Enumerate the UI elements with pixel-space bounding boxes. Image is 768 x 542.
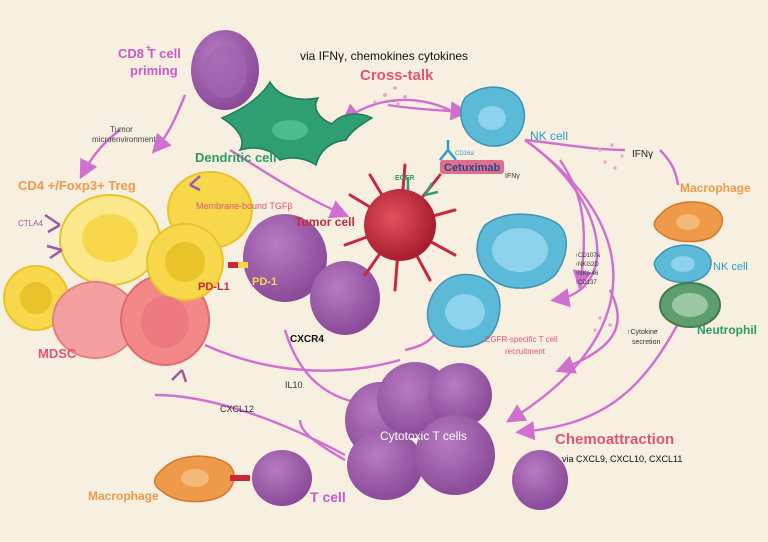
nk-cell-big-1-nucleus [492, 228, 548, 272]
nk-cell-top-nucleus [478, 106, 506, 130]
cd8-priming-label-2: priming [130, 63, 178, 78]
treg-nucleus-2 [20, 282, 52, 314]
cross-talk-label: Cross-talk [360, 67, 434, 84]
macrophage-bottom-nucleus [181, 469, 209, 487]
marker-nkg2d: ↑NKG2D [575, 262, 599, 268]
cytotoxic-t-cell-4 [347, 430, 423, 500]
arrow-tcell-up [298, 419, 346, 462]
macrophage-bottom-label: Macrophage [88, 489, 159, 503]
cxcl12-label: CXCL12 [220, 404, 254, 414]
cytokine-dots [373, 86, 624, 332]
t-cell-pd1 [243, 214, 327, 302]
marker-cd107a: ↑CD107a [575, 253, 601, 259]
arrow-il10 [204, 343, 401, 372]
via-ifn-label: via IFNγ, chemokines cytokines [300, 49, 468, 63]
macrophage-right-nucleus [676, 214, 700, 230]
arrow-cytokine [555, 289, 619, 374]
cd4-treg-label: CD4 +/Foxp3+ Treg [18, 178, 136, 193]
nk-cell-big-2-nucleus [445, 294, 485, 330]
marker-cd137: ↑CD137 [575, 280, 597, 286]
neutrophil-nucleus [672, 293, 708, 317]
cd8-t-cell-nucleus [203, 46, 247, 98]
egfr-receptors [406, 178, 439, 197]
ifny-right-label: IFNγ [632, 149, 653, 160]
tumor-microenv-label: Tumor [110, 125, 133, 134]
ctla4-receptors [44, 175, 201, 383]
cetuximab-badge [440, 160, 504, 174]
secretion-label: secretion [632, 339, 661, 346]
mdsc-label: MDSC [38, 346, 77, 361]
arrow-microenv [79, 129, 121, 180]
cytotoxic-t-cell-5 [415, 415, 495, 495]
dendritic-cell-label: Dendritic cell [195, 150, 277, 165]
arrow-ifny-to-mac [659, 149, 680, 186]
tumor-cell [364, 189, 436, 261]
cxcr4-label: CXCR4 [290, 334, 324, 345]
cd8-plus-label: + [146, 43, 151, 52]
pd-1-label: PD-1 [252, 276, 277, 288]
via-cxcl-label: via CXCL9, CXCL10, CXCL11 [562, 454, 682, 464]
ifny-small-label: IFNγ [505, 173, 520, 180]
recruitment-label: recruitment [505, 347, 546, 356]
tumor-microenv-label-2: microenvironment [92, 135, 156, 144]
cd16a-label: CD16a [455, 151, 474, 157]
arrow-dc-tumor [229, 148, 350, 219]
ctla4-label: CTLA4 [18, 219, 43, 228]
arrow-nk-to-ifny [524, 138, 626, 152]
arrow-chemoattraction [515, 319, 682, 441]
marker-nkp46: ↑NKp-46 [575, 271, 599, 277]
cytokine-label: ↑Cytokine [627, 329, 658, 336]
t-cell-bottom [252, 450, 312, 506]
pd-1-receptor [238, 262, 248, 268]
arrow-group [79, 94, 682, 462]
pd-l1-receptor [228, 262, 238, 268]
cetuximab-label: Cetuximab [444, 162, 501, 174]
egfr-label: EGFR [395, 175, 414, 182]
arrow-markers [559, 159, 592, 290]
mac-tcell-connector [230, 475, 250, 481]
arrow-to-cytotoxic [505, 139, 615, 423]
cytotoxic-t-cell-3 [428, 363, 492, 427]
t-cell-cxcr4 [310, 261, 380, 335]
membrane-tgf-label: Membrane-bound TGFβ [196, 201, 293, 211]
t-cell-label: T cell [310, 489, 346, 505]
cytotoxic-t-cell-6 [512, 450, 568, 510]
il10-label: IL10 [285, 380, 303, 390]
nk-cell-right-label: NK cell [713, 261, 748, 273]
macrophage-right-label: Macrophage [680, 181, 751, 195]
tumor-cell-label: Tumor cell [295, 215, 355, 229]
treg-nucleus-1 [82, 214, 138, 262]
nk-cell-top-label: NK cell [530, 129, 568, 143]
arrow-ifny-top [387, 101, 470, 121]
cetuximab-antibody [439, 140, 457, 161]
dendritic-cell-nucleus [272, 120, 308, 140]
neutrophil-label: Neutrophil [697, 323, 757, 337]
chemoattraction-label: Chemoattraction [555, 431, 674, 448]
cytotoxic-t-cells-label: Cytotoxic T cells [380, 429, 467, 443]
egfr-specific-label: EGFR-specific T cell [485, 335, 558, 344]
nk-cell-right-nucleus [671, 256, 695, 272]
mdsc-nucleus [141, 296, 189, 348]
pd-l1-label: PD-L1 [198, 281, 230, 293]
arrow-cxcl12 [154, 393, 346, 457]
arrow-priming [151, 94, 187, 154]
cd8-priming-label: CD8 T cell [118, 46, 181, 61]
treg-nucleus-3 [165, 242, 205, 282]
